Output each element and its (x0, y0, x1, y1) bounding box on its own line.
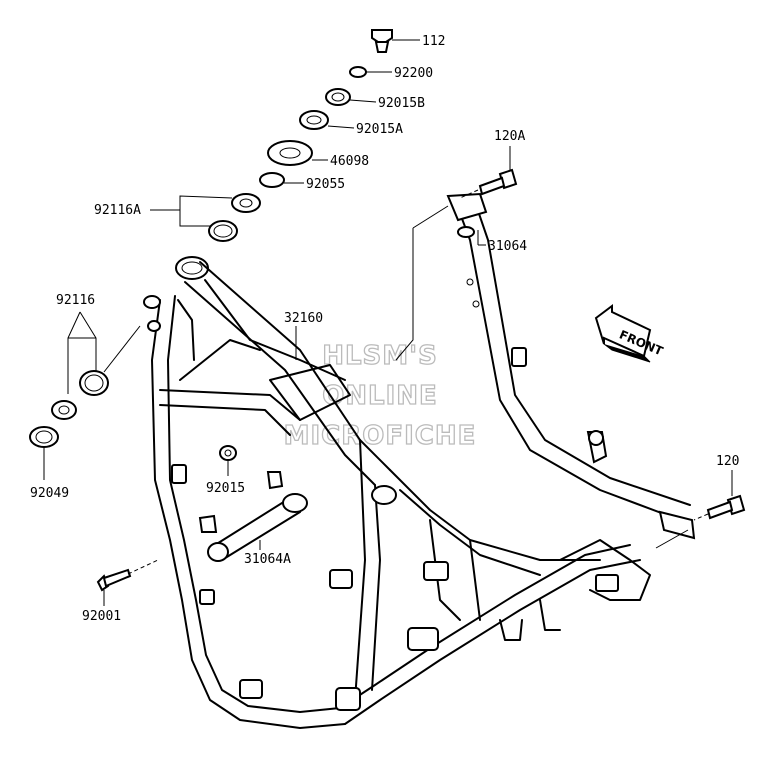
nut-92015B-shape[interactable] (325, 88, 351, 106)
part-labels: 112 92200 92015B 92015A 46098 92055 9211… (30, 34, 739, 624)
bolt-112-shape[interactable] (371, 29, 393, 43)
watermark-line-3: MICROFICHE (284, 421, 477, 451)
bolt-120A[interactable] (459, 146, 518, 199)
watermark-line-1: HLSM'S (322, 341, 438, 371)
label-31064A[interactable]: 31064A (244, 552, 291, 567)
washer-92200-shape[interactable] (349, 66, 367, 78)
front-direction-badge: FRONT (594, 304, 666, 363)
watermark: HLSM'S ONLINE MICROFICHE (283, 340, 477, 451)
label-92055[interactable]: 92055 (306, 177, 345, 192)
bolt-92001[interactable] (96, 559, 159, 606)
label-92116[interactable]: 92116 (56, 293, 95, 308)
label-46098[interactable]: 46098 (330, 154, 369, 169)
rear-subframe-31064[interactable] (446, 192, 696, 540)
label-31064[interactable]: 31064 (488, 239, 527, 254)
cover-46098-shape[interactable] (267, 140, 313, 166)
leader-lines (259, 205, 689, 550)
oring-92055-shape[interactable] (259, 172, 285, 188)
label-92015[interactable]: 92015 (206, 481, 245, 496)
bearing-92116A-upper-shape[interactable] (231, 193, 261, 213)
label-92015A[interactable]: 92015A (356, 122, 403, 137)
label-92015B[interactable]: 92015B (378, 96, 425, 111)
label-32160[interactable]: 32160 (284, 311, 323, 326)
seal-92049-shape[interactable] (29, 426, 59, 448)
label-112[interactable]: 112 (422, 34, 445, 49)
down-tube-31064A[interactable] (198, 471, 308, 562)
bolt-120[interactable] (693, 470, 746, 521)
nut-92015[interactable] (219, 445, 237, 476)
nut-92015A-shape[interactable] (299, 110, 329, 130)
race-92116A-lower-shape[interactable] (208, 220, 238, 242)
label-92001[interactable]: 92001 (82, 609, 121, 624)
lower-bearings[interactable] (29, 311, 141, 480)
steering-stack[interactable] (150, 29, 420, 242)
label-92116A[interactable]: 92116A (94, 203, 141, 218)
label-92049[interactable]: 92049 (30, 486, 69, 501)
main-frame-32160[interactable] (143, 256, 651, 729)
label-120[interactable]: 120 (716, 454, 739, 469)
bearing-92116-shape[interactable] (51, 400, 77, 420)
label-120A[interactable]: 120A (494, 129, 525, 144)
label-92200[interactable]: 92200 (394, 66, 433, 81)
race-92116-shape[interactable] (79, 370, 109, 396)
watermark-line-2: ONLINE (322, 381, 438, 411)
